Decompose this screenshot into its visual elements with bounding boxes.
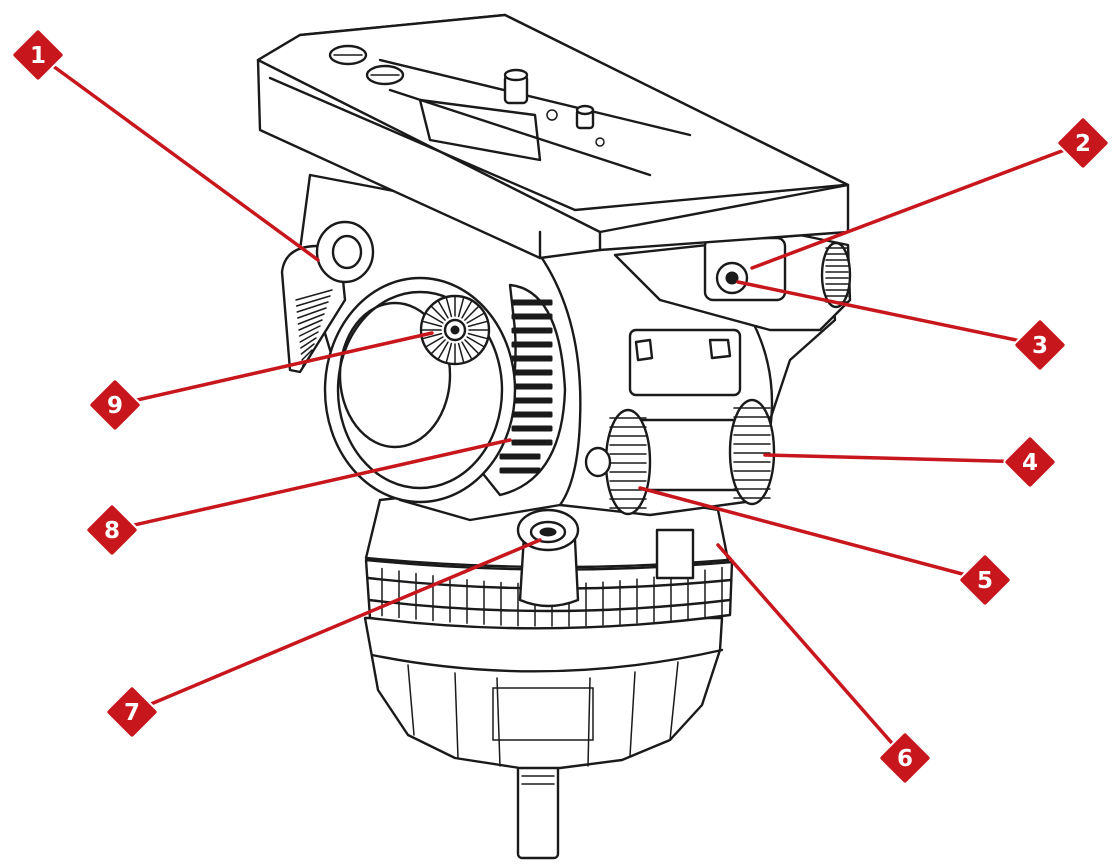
callout-1: 1 (11, 28, 65, 82)
leader-line-9 (113, 331, 434, 407)
callout-5: 5 (958, 553, 1012, 607)
leader-line-3 (736, 280, 1042, 347)
leader-line-5 (638, 486, 987, 582)
callout-4: 4 (1003, 435, 1057, 489)
handle-clamp (280, 220, 375, 374)
callout-8: 8 (85, 503, 139, 557)
fluid-head-illustration (256, 13, 852, 860)
callout-8-label: 8 (104, 518, 120, 544)
leader-line-6 (716, 543, 907, 760)
callout-4-label: 4 (1022, 450, 1038, 476)
quick-release-clamp (613, 233, 852, 332)
counterbalance-knob (419, 294, 491, 366)
callout-9-label: 9 (107, 393, 123, 419)
leader-line-8 (110, 438, 512, 532)
callout-6: 6 (878, 731, 932, 785)
callout-5-label: 5 (977, 568, 993, 594)
callout-3-label: 3 (1032, 333, 1048, 359)
callout-2: 2 (1056, 116, 1110, 170)
callout-1-label: 1 (30, 43, 46, 69)
side-disc (323, 276, 517, 504)
callout-2-label: 2 (1075, 131, 1091, 157)
bowl-base (363, 616, 724, 770)
callout-6-label: 6 (897, 746, 913, 772)
leader-line-1 (36, 53, 320, 262)
bubble-level (516, 508, 580, 608)
leader-line-7 (130, 538, 542, 714)
callout-3: 3 (1013, 318, 1067, 372)
callout-7: 7 (105, 685, 159, 739)
leader-line-2 (750, 141, 1085, 270)
leader-lines (36, 53, 1085, 760)
callout-7-label: 7 (124, 700, 140, 726)
callout-9: 9 (88, 378, 142, 432)
leader-line-4 (763, 453, 1032, 464)
